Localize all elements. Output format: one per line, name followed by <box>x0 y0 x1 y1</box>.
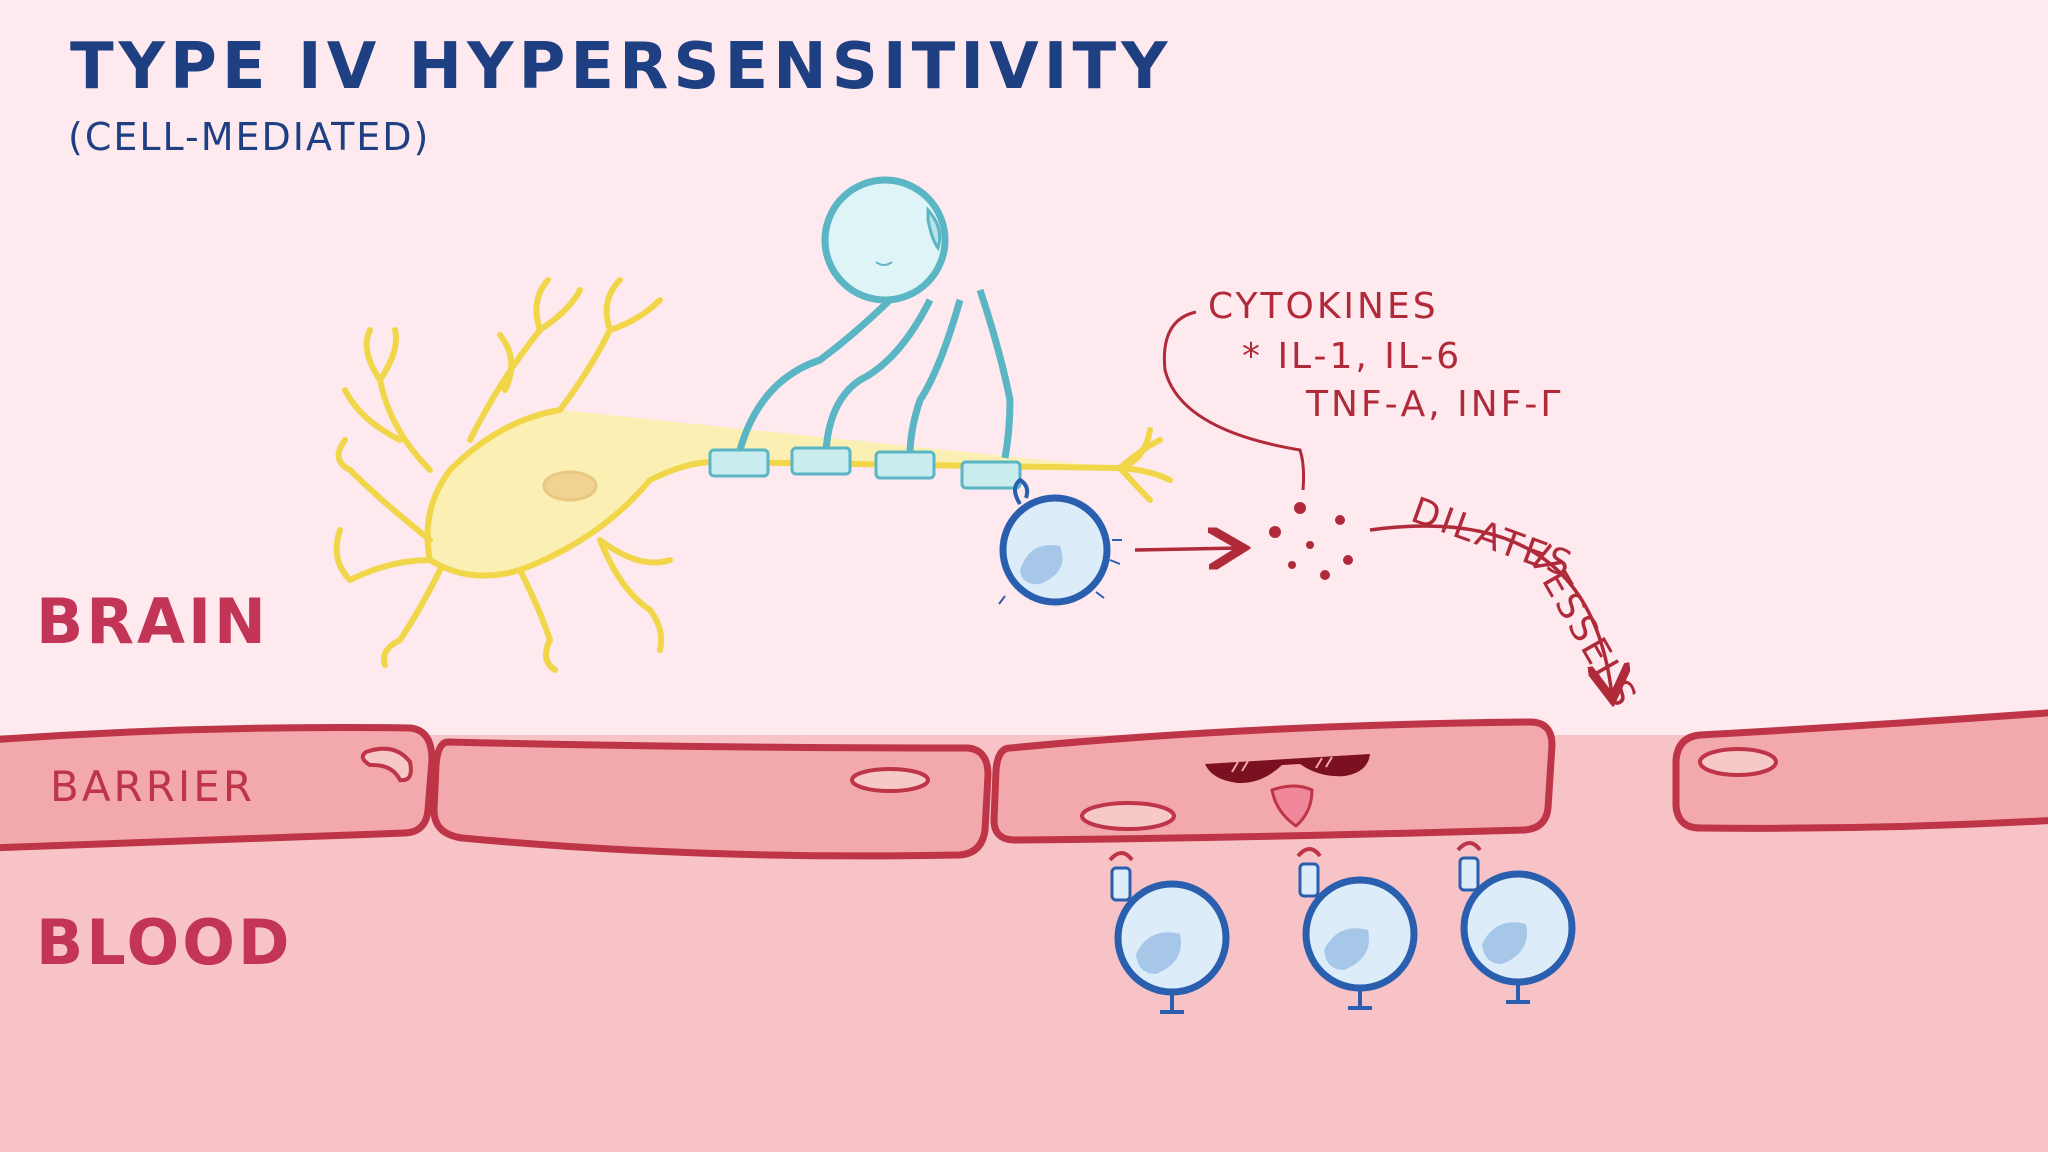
neuron <box>333 277 1173 673</box>
blood-tcell-1 <box>1108 851 1230 1014</box>
barrier-cells <box>0 709 2048 860</box>
blood-tcell-3 <box>1456 841 1576 1004</box>
region-label-brain: Brain <box>36 585 269 658</box>
barrier-cell-2 <box>430 738 992 860</box>
diagram-subtitle: (Cell-Mediated) <box>68 115 431 159</box>
cytokines-label: Cytokines <box>1208 286 1439 327</box>
neuron-nucleus <box>542 470 598 502</box>
sunglasses-face <box>1205 754 1370 828</box>
barrier-cell-4 <box>1672 709 2048 832</box>
barrier-nuclei <box>360 746 1778 831</box>
dilates-arrow <box>1369 524 1612 696</box>
barrier-cell-1 <box>0 724 436 852</box>
cytokine-list-line-2: TNF-α, INF-γ <box>1306 384 1564 425</box>
region-label-blood: Blood <box>36 906 293 979</box>
cytokine-bracket <box>1162 310 1306 491</box>
tcell-to-cytokine-arrow <box>1134 548 1240 550</box>
barrier-cell-3 <box>990 718 1556 844</box>
cytokine-dots <box>1269 502 1353 580</box>
brain-tcell <box>998 477 1122 606</box>
blood-tcell-2 <box>1296 847 1418 1010</box>
myelin-sheaths <box>708 446 1022 490</box>
diagram-title: Type IV Hypersensitivity <box>70 30 1173 104</box>
cytokine-list-line-1: * IL-1, IL-6 <box>1242 336 1463 377</box>
oligodendrocyte <box>736 176 1014 459</box>
region-label-barrier: Barrier <box>50 762 256 811</box>
